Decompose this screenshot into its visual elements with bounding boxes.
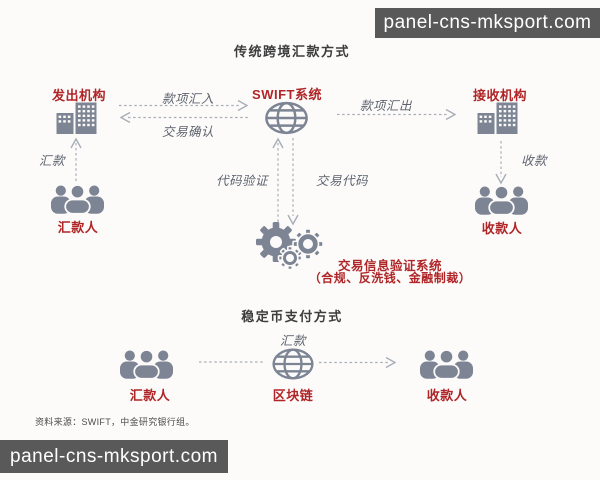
watermark-bottom-text: panel-cns-mksport.com bbox=[10, 445, 218, 467]
source-note: 资料来源：SWIFT，中金研究银行组。 bbox=[35, 417, 195, 427]
people-icon bbox=[474, 185, 529, 215]
arrow-transaction-code-down bbox=[287, 138, 299, 226]
label-code-verification: 代码验证 bbox=[215, 174, 268, 188]
people-icon bbox=[119, 349, 174, 379]
label-remit: 汇款 bbox=[38, 154, 65, 168]
globe-icon bbox=[272, 348, 314, 380]
arrow-funds-out bbox=[337, 108, 457, 121]
watermark-top-text: panel-cns-mksport.com bbox=[383, 12, 592, 33]
arrow-funds-in bbox=[119, 99, 249, 112]
people-icon bbox=[419, 349, 474, 379]
label-verification-scope: （合规、反洗钱、金融制裁） bbox=[308, 271, 472, 285]
label-payee: 收款人 bbox=[481, 221, 523, 236]
dashed-line bbox=[199, 361, 263, 363]
watermark-bottom: panel-cns-mksport.com bbox=[0, 440, 228, 473]
people-icon bbox=[50, 184, 105, 214]
label-swift-system: SWIFT系统 bbox=[252, 87, 322, 102]
watermark-top: panel-cns-mksport.com bbox=[375, 8, 600, 38]
label-funds-out: 款项汇出 bbox=[359, 99, 412, 113]
label-remitter: 汇款人 bbox=[57, 220, 99, 235]
label-stablecoin-payee: 收款人 bbox=[426, 388, 468, 403]
label-transaction-code: 交易代码 bbox=[315, 174, 368, 188]
stablecoin-diagram-title: 稳定币支付方式 bbox=[241, 309, 343, 324]
label-receive: 收款 bbox=[520, 154, 547, 168]
arrow-remit-up bbox=[70, 137, 82, 181]
arrow-to-payee bbox=[319, 356, 397, 369]
arrow-transaction-confirm bbox=[119, 111, 249, 124]
arrow-code-verification-up bbox=[272, 137, 284, 227]
label-verification-system: 交易信息验证系统 bbox=[337, 259, 442, 273]
building-icon bbox=[56, 102, 97, 134]
label-blockchain: 区块链 bbox=[272, 388, 314, 403]
label-transaction-confirm: 交易确认 bbox=[161, 125, 214, 139]
globe-icon bbox=[265, 101, 308, 135]
label-receiver-institution: 接收机构 bbox=[472, 88, 527, 103]
label-stablecoin-remit: 汇款 bbox=[279, 334, 306, 348]
label-funds-in: 款项汇入 bbox=[161, 92, 214, 106]
label-stablecoin-remitter: 汇款人 bbox=[129, 388, 171, 403]
arrow-receive-down bbox=[495, 141, 507, 185]
gears-icon bbox=[256, 222, 324, 269]
traditional-diagram-title: 传统跨境汇款方式 bbox=[233, 44, 350, 59]
building-icon bbox=[477, 102, 518, 134]
label-sender-institution: 发出机构 bbox=[51, 88, 106, 103]
